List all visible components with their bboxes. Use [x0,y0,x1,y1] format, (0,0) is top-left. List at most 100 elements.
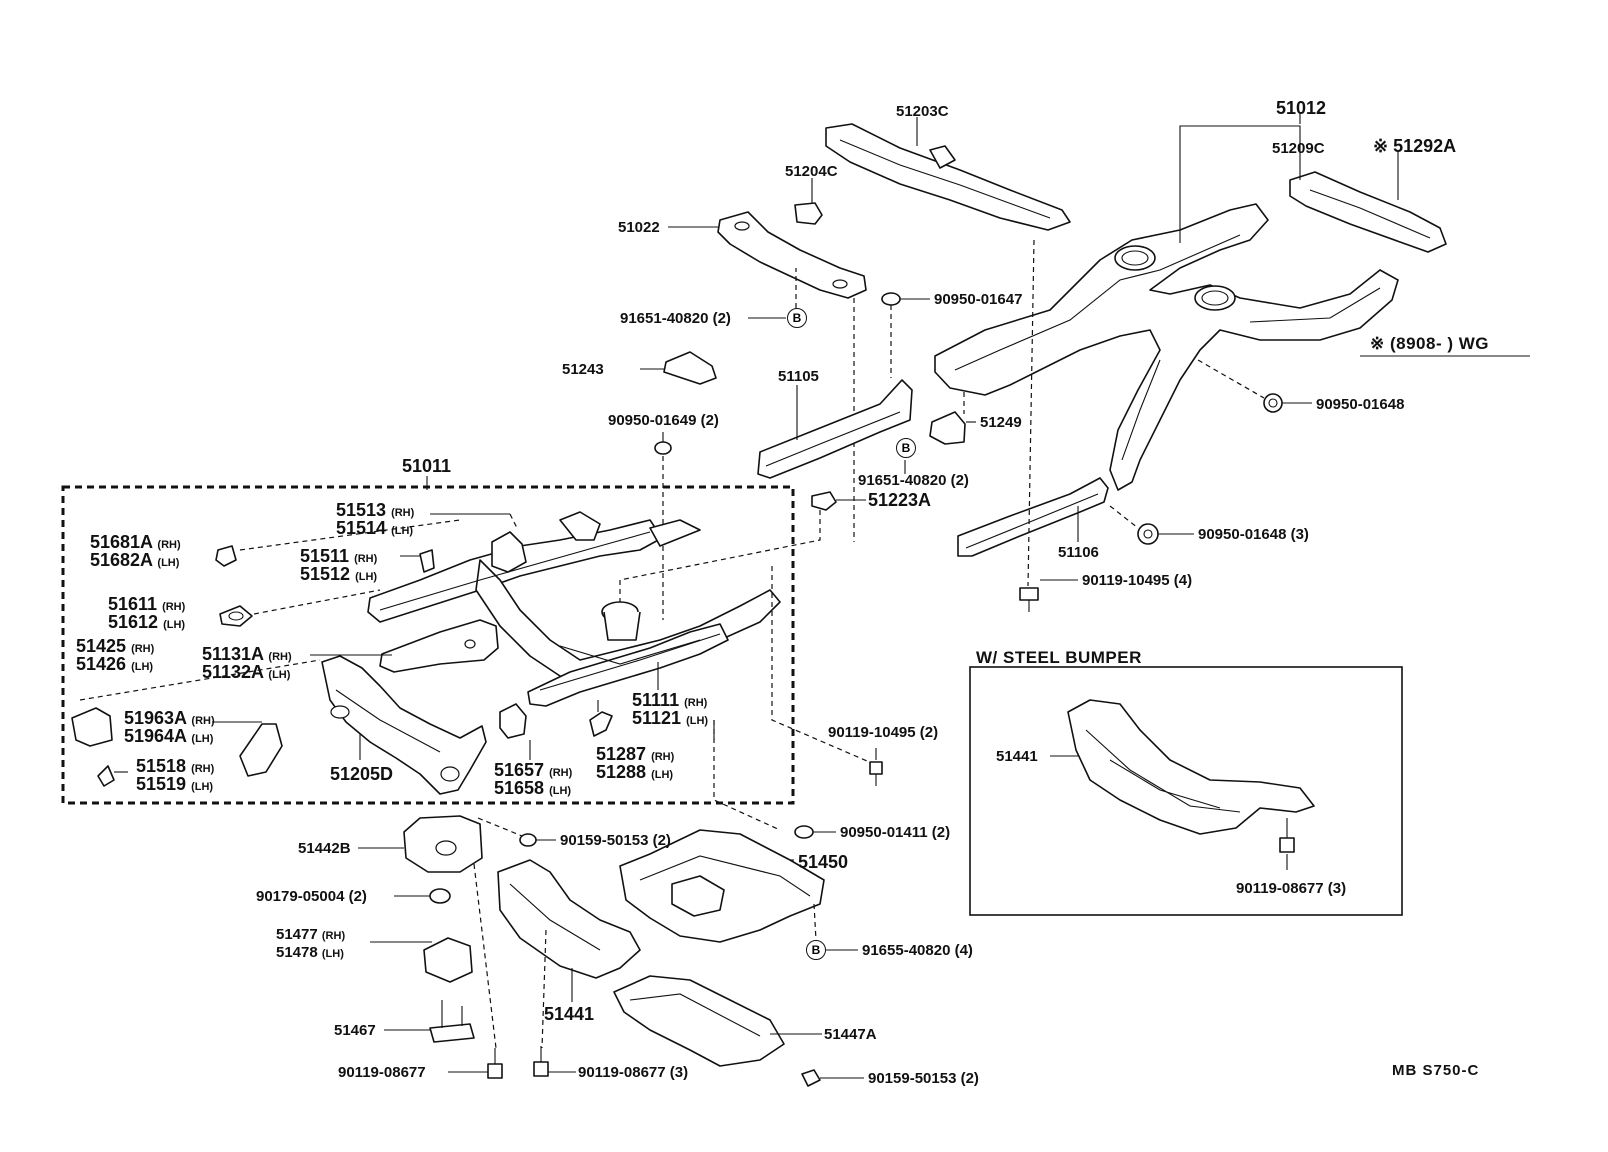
label-51657: 51657 (RH) [494,760,572,781]
label-51511: 51511 (RH) [300,546,377,567]
label-51131A: 51131A (RH) [202,644,292,665]
label-51012: 51012 [1276,98,1327,118]
part-51205D [321,655,487,795]
label-51511-number: 51511 [300,546,350,566]
part-90950-01648-3 [1109,505,1194,545]
label-51682A: 51682A (LH) [90,550,179,571]
qualifier-rh: (RH) [157,539,181,551]
part-90179-05004 [394,888,451,904]
qualifier-rh: (RH) [684,697,708,709]
part-51425 [71,659,321,747]
label-51425-number: 51425 [76,636,127,656]
part-90119-08677-3-steel [1279,818,1295,870]
label-51447A: 51447A [824,1026,877,1043]
label-90159-50153-a: 90159-50153 (2) [560,832,671,849]
label-51513: 51513 (RH) [336,500,414,521]
part-51518 [97,765,128,787]
label-51287-number: 51287 [596,744,647,764]
label-51292A: ※ 51292A [1373,136,1457,156]
label-51478-number: 51478 [276,944,318,961]
part-51467 [384,1000,475,1043]
label-51681A-number: 51681A [90,532,153,552]
qualifier-lh: (LH) [268,669,291,681]
label-51223A: 51223A [868,490,932,510]
label-51441-steel: 51441 [996,748,1038,765]
label-51519-number: 51519 [136,774,187,794]
part-51249 [929,392,976,445]
label-51287: 51287 (RH) [596,744,674,765]
label-51477: 51477 (RH) [276,926,345,943]
part-90119-08677-3 [533,1046,576,1077]
label-51514: 51514 (LH) [336,518,413,539]
label-51611: 51611 (RH) [108,594,185,615]
qualifier-lh: (LH) [549,785,572,797]
part-51511 [400,549,435,573]
label-51518-number: 51518 [136,756,187,776]
label-51131A-number: 51131A [202,644,264,664]
note-wg: ※ (8908- ) WG [1370,334,1489,353]
part-51209C [1289,150,1447,253]
label-51658-number: 51658 [494,778,545,798]
label-51425: 51425 (RH) [76,636,154,657]
part-51131A [310,619,499,673]
qualifier-lh: (LH) [191,781,214,793]
qualifier-rh: (RH) [321,930,346,942]
label-51105: 51105 [778,368,819,385]
part-51203C [825,117,1071,231]
label-90950-01648: 90950-01648 [1316,396,1405,413]
part-51105 [757,379,913,479]
label-91651-40820-top: 91651-40820 (2) [620,310,731,327]
label-51964A-number: 51964A [124,726,187,746]
part-90950-01647 [881,292,930,378]
part-51442B [358,815,523,1049]
part-51450 [619,720,825,943]
label-51512-number: 51512 [300,564,351,584]
label-90950-01647: 90950-01647 [934,291,1023,308]
label-51519: 51519 (LH) [136,774,213,795]
label-51205D: 51205D [330,764,394,784]
label-51011: 51011 [402,456,452,476]
label-51612: 51612 (LH) [108,612,185,633]
drawing-code: MB S750-C [1392,1062,1480,1079]
label-51478: 51478 (LH) [276,944,344,961]
part-51513 [430,513,527,573]
part-51223A [619,491,866,610]
part-51204C [794,178,823,225]
part-51447A [613,975,822,1067]
part-90159-50153-a [519,833,556,847]
label-90159-50153-b: 90159-50153 (2) [868,1070,979,1087]
label-51132A-number: 51132A [202,662,264,682]
label-51963A: 51963A (RH) [124,708,215,729]
part-51012 [934,112,1399,491]
part-51243 [640,351,717,385]
part-51657 [499,703,531,760]
label-51209C: 51209C [1272,140,1325,157]
label-51132A: 51132A (LH) [202,662,290,683]
label-51514-number: 51514 [336,518,387,538]
part-51477 [370,937,473,983]
qualifier-lh: (LH) [157,557,180,569]
qualifier-lh: (LH) [191,733,214,745]
label-90950-01648-3: 90950-01648 (3) [1198,526,1309,543]
part-90119-10495-4 [1019,579,1078,612]
label-90119-10495-4: 90119-10495 (4) [1082,572,1193,589]
steel-bumper-box [969,666,1403,916]
qualifier-lh: (LH) [355,571,378,583]
qualifier-rh: (RH) [354,553,378,565]
part-90950-01411 [794,825,836,839]
label-90179-05004: 90179-05004 (2) [256,888,367,905]
callout-b-mid: B [896,438,916,458]
label-51450: 51450 [798,852,849,872]
part-90159-50153-b [801,1069,864,1087]
label-51963A-number: 51963A [124,708,187,728]
label-51477-number: 51477 [276,926,318,943]
label-51467: 51467 [334,1022,376,1039]
qualifier-rh: (RH) [268,651,292,663]
label-51288: 51288 (LH) [596,762,673,783]
qualifier-rh: (RH) [191,763,215,775]
label-90119-08677-steel: 90119-08677 (3) [1236,880,1347,897]
qualifier-rh: (RH) [391,507,415,519]
label-90119-10495-2: 90119-10495 (2) [828,724,939,741]
label-51121: 51121 (LH) [632,708,708,729]
